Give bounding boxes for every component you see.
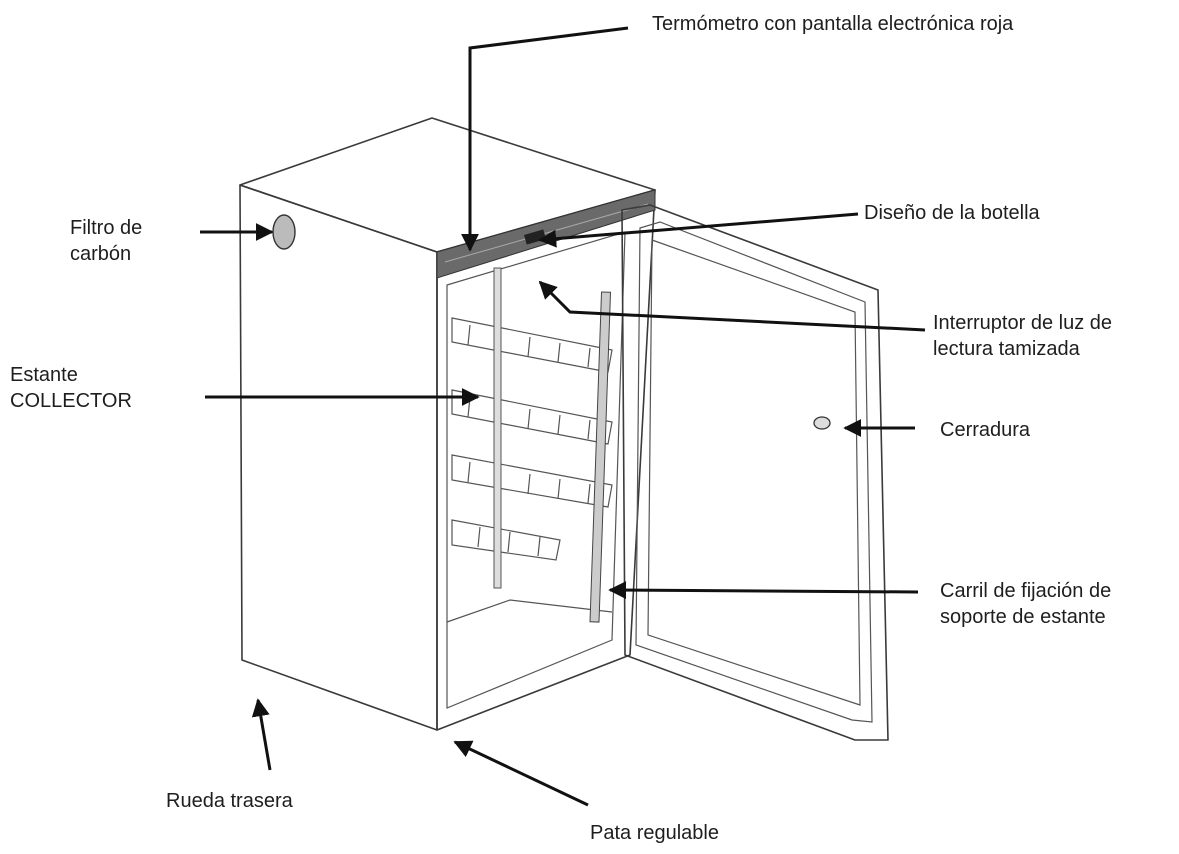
label-carril-line2: soporte de estante (940, 606, 1106, 628)
label-estante-line2: COLLECTOR (10, 390, 132, 412)
label-carril-line1: Carril de fijación de (940, 580, 1112, 602)
label-carril-fijacion: Carril de fijación de soporte de estante (940, 578, 1111, 630)
label-interruptor-line1: Interruptor de luz de (933, 312, 1112, 334)
label-interruptor-luz: Interruptor de luz de lectura tamizada (933, 310, 1112, 362)
cabinet-drawing (239, 117, 656, 731)
shelves-drawing (451, 267, 613, 623)
label-termometro: Termómetro con pantalla electrónica roja (652, 13, 1014, 35)
label-pata-regulable: Pata regulable (590, 822, 719, 844)
label-filtro-line2: carbón (70, 243, 132, 265)
label-filtro-line1: Filtro de (70, 217, 143, 239)
label-estante-collector: Estante COLLECTOR (10, 362, 132, 414)
door-drawing (621, 204, 889, 741)
callout-arrows (200, 26, 926, 807)
label-filtro-carbon: Filtro de carbón (70, 215, 142, 267)
label-rueda-trasera: Rueda trasera (166, 790, 293, 812)
label-cerradura: Cerradura (940, 419, 1031, 441)
label-diseno-botella: Diseño de la botella (864, 202, 1040, 224)
label-estante-line1: Estante (10, 364, 78, 386)
label-interruptor-line2: lectura tamizada (933, 338, 1080, 360)
